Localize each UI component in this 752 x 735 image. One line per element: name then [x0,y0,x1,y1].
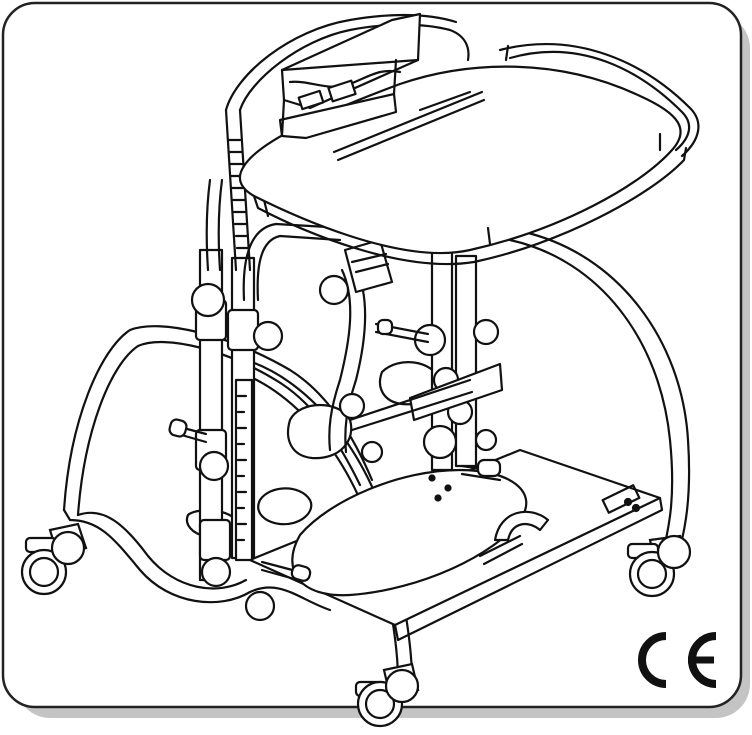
right-rear-arc [508,230,691,550]
left-post-assembly [168,13,470,588]
castor-rear-right [626,534,692,598]
chest-strap [278,12,422,140]
right-post-assembly [338,248,504,482]
table-support-strut [328,238,394,454]
castor-front-center [354,662,420,728]
castor-wheels [20,522,692,728]
ce-mark-logo [626,630,722,690]
castor-front-left [20,522,88,596]
castor-rear-left-hidden [244,590,276,622]
foot-plate [291,468,550,597]
